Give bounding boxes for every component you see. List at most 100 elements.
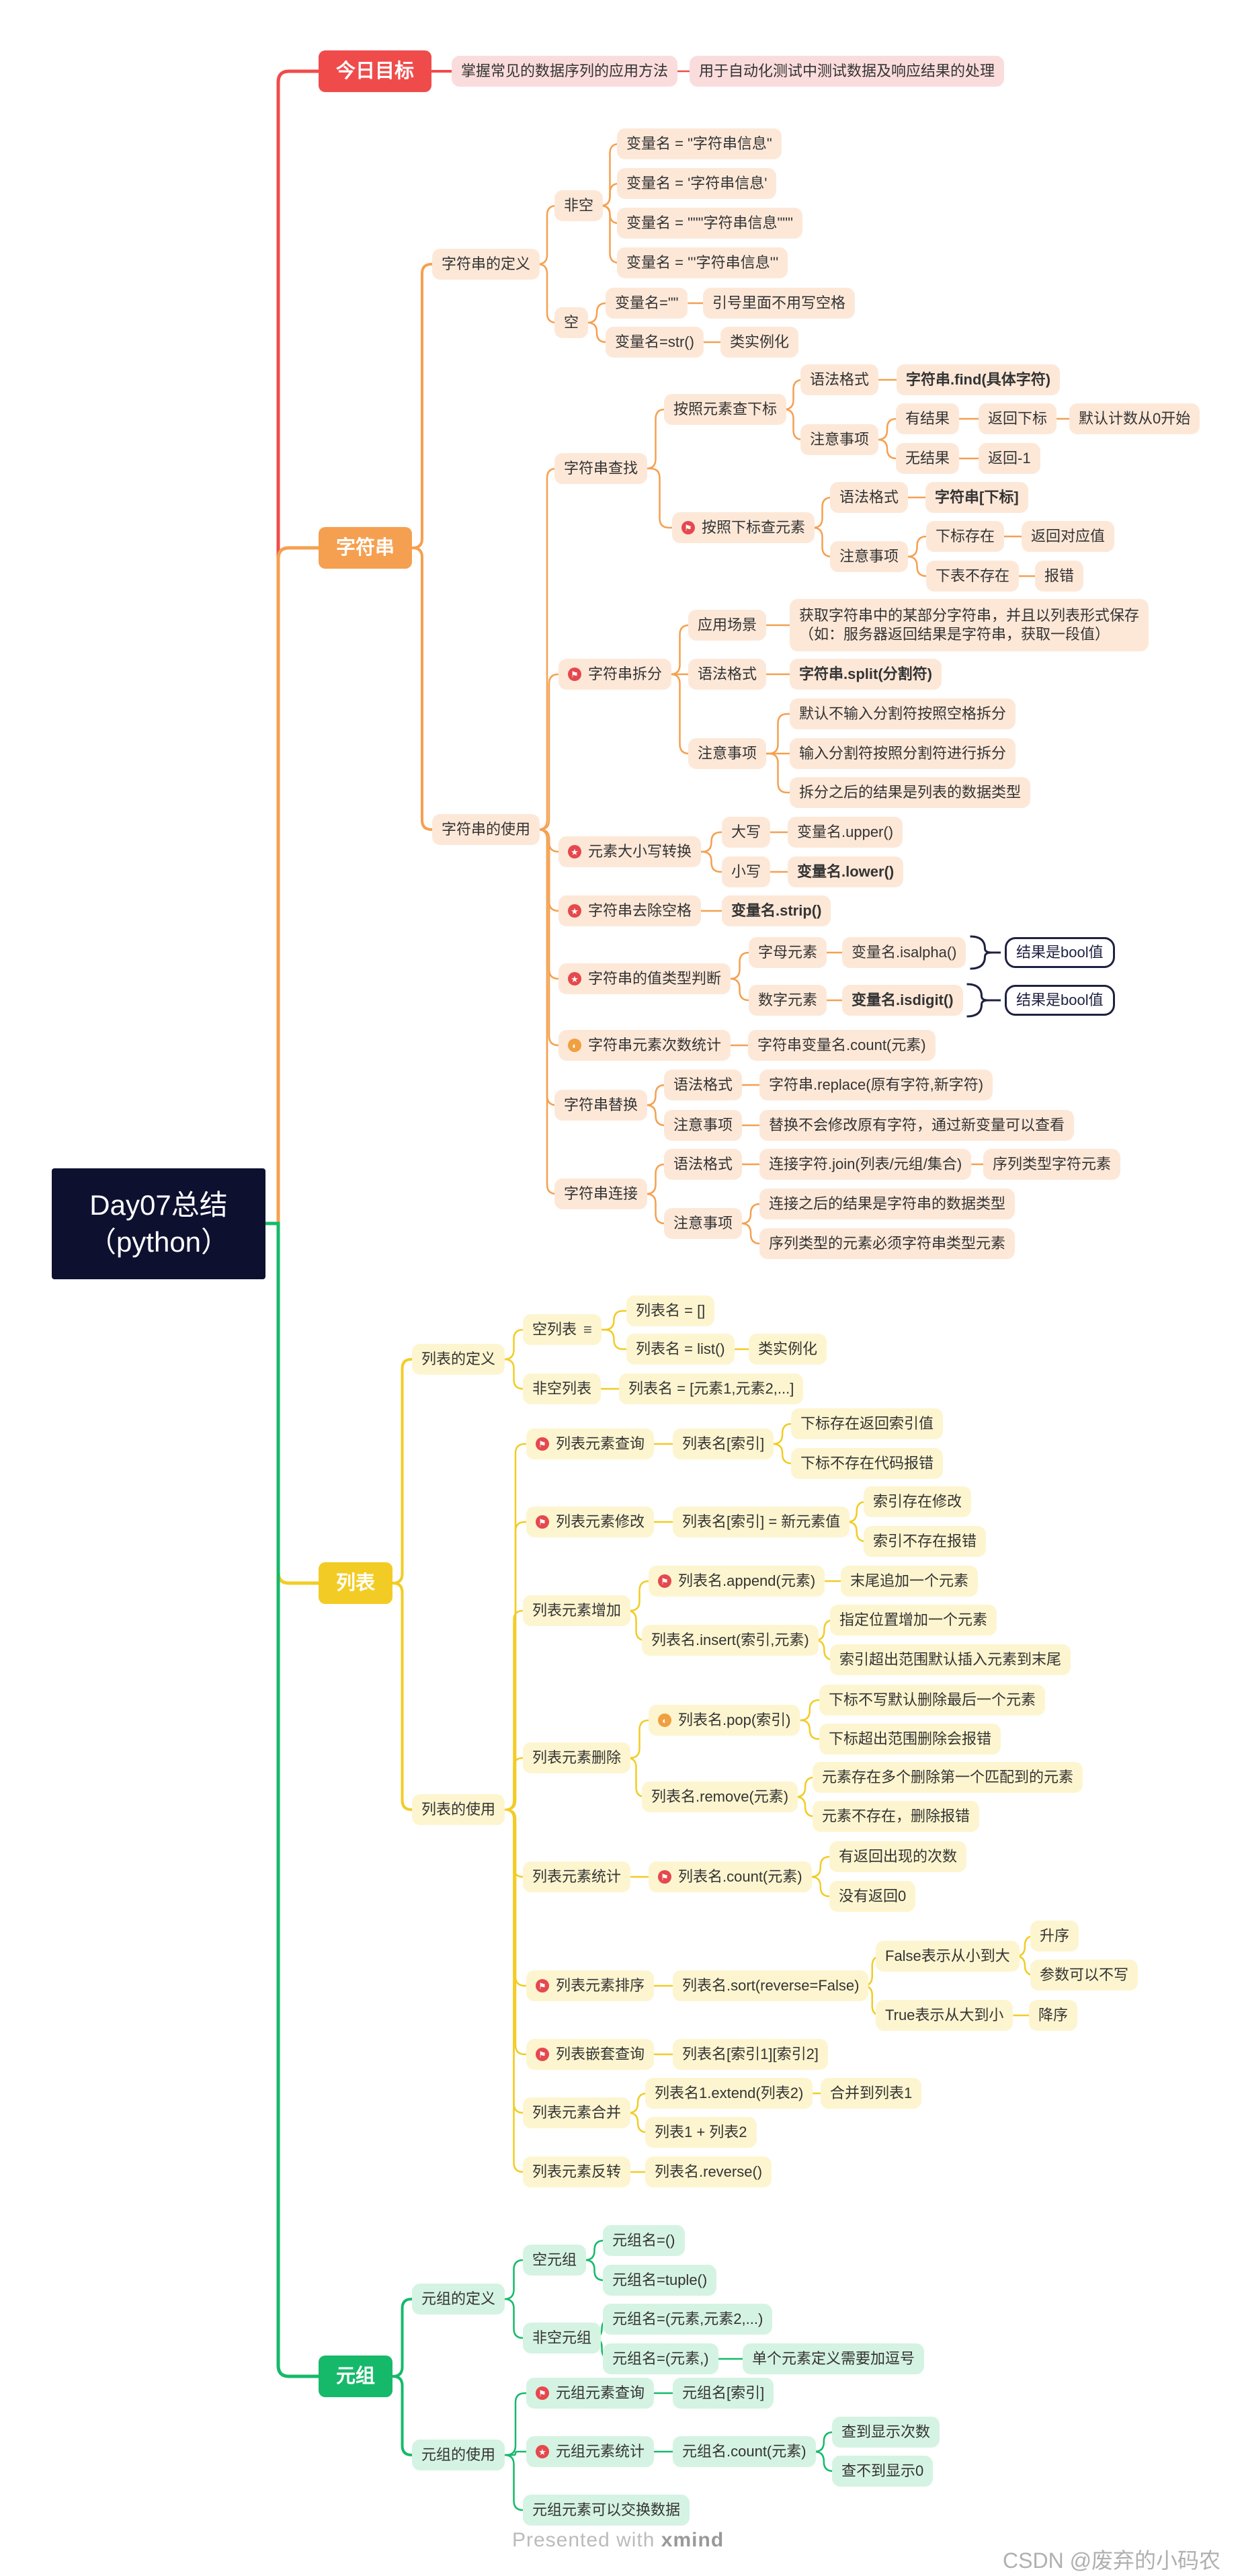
node-b2-use-split-scene[interactable]: 应用场景: [688, 610, 767, 641]
node-b2-def-ne-i-0[interactable]: 变量名 = "字符串信息": [617, 128, 782, 159]
node-b2-use-join-n1[interactable]: 连接之后的结果是字符串的数据类型: [759, 1189, 1016, 1219]
node-b3-def-ne-v[interactable]: 列表名 = [元素1,元素2,...]: [619, 1373, 804, 1404]
node-b3-use-q-a[interactable]: 下标存在返回索引值: [791, 1408, 944, 1439]
node-b2-def-label[interactable]: 字符串的定义: [432, 249, 540, 280]
node-b2-use-find-byel-ret[interactable]: 返回下标: [979, 403, 1057, 434]
node-b3-use-add-apv[interactable]: 末尾追加一个元素: [841, 1566, 979, 1597]
node-b2-use-case-lov[interactable]: 变量名.lower(): [788, 856, 904, 887]
node-b2-use-count-v[interactable]: 字符串变量名.count(元素): [748, 1030, 936, 1061]
node-b2-use-find-byel-no[interactable]: 无结果: [896, 443, 960, 474]
node-b2-use-split-label[interactable]: ⚑字符串拆分: [558, 659, 672, 690]
node-b4-def-ne-b[interactable]: 元组名=(元素,): [603, 2343, 718, 2374]
node-b1-c1[interactable]: 掌握常见的数据序列的应用方法: [452, 56, 678, 87]
node-b1-c2[interactable]: 用于自动化测试中测试数据及响应结果的处理: [690, 56, 1005, 87]
node-b3-use-merge-b[interactable]: 列表1 + 列表2: [645, 2117, 757, 2148]
node-b3-use-sort-fb[interactable]: 参数可以不写: [1030, 1960, 1138, 1990]
node-b2-use-type-bool2[interactable]: 结果是bool值: [1005, 985, 1115, 1016]
node-b3-use-cnt-a[interactable]: 有返回出现的次数: [829, 1841, 967, 1872]
node-b2-def-em-b1[interactable]: 类实例化: [720, 327, 799, 358]
node-b2-use-find-byidx-ex[interactable]: 下标存在: [926, 521, 1005, 552]
node-b2-use-split-n3[interactable]: 拆分之后的结果是列表的数据类型: [790, 777, 1031, 808]
node-b3-use-del-ra[interactable]: 元素存在多个删除第一个匹配到的元素: [813, 1762, 1083, 1793]
node-b2-def-ne-i-2[interactable]: 变量名 = """字符串信息""": [617, 208, 802, 239]
node-b3-use-sort-fa[interactable]: 升序: [1030, 1921, 1079, 1951]
node-b3-def-label[interactable]: 列表的定义: [412, 1344, 505, 1375]
node-b3-use-cnt-v[interactable]: ⚑列表名.count(元素): [649, 1861, 812, 1892]
node-b2-use-label[interactable]: 字符串的使用: [432, 814, 540, 845]
node-b4-label[interactable]: 元组: [319, 2356, 393, 2397]
node-b2-use-find-byidx-synv[interactable]: 字符串[下标]: [925, 482, 1028, 513]
node-b3-use-add-a[interactable]: 指定位置增加一个元素: [830, 1605, 997, 1636]
node-b2-use-type-al[interactable]: 字母元素: [749, 937, 827, 968]
node-b3-use-add-b[interactable]: 索引超出范围默认插入元素到末尾: [830, 1644, 1071, 1675]
node-b4-use-sw[interactable]: 元组元素可以交换数据: [523, 2495, 690, 2526]
node-b2-use-find-byidx-note[interactable]: 注意事项: [830, 541, 909, 572]
node-b2-def-em-a1[interactable]: 引号里面不用写空格: [703, 288, 856, 319]
node-b2-use-rep-label[interactable]: 字符串替换: [554, 1090, 648, 1121]
node-b2-use-split-note[interactable]: 注意事项: [688, 738, 767, 769]
node-b3-use-rev-v[interactable]: 列表名.reverse(): [645, 2157, 772, 2187]
node-b2-use-find-byel-neg[interactable]: 返回-1: [979, 443, 1040, 474]
node-b2-def-ne-i-3[interactable]: 变量名 = '''字符串信息''': [617, 247, 788, 278]
node-b3-use-sort-t[interactable]: True表示从大到小: [876, 2000, 1013, 2031]
node-b2-use-find-byidx-exv[interactable]: 返回对应值: [1022, 521, 1115, 552]
node-b2-use-join-syn[interactable]: 语法格式: [664, 1149, 743, 1180]
node-b4-use-c-b[interactable]: 查不到显示0: [832, 2456, 934, 2487]
node-b3-use-q-label[interactable]: ⚑列表元素查询: [526, 1428, 655, 1459]
node-b3-use-q-v[interactable]: 列表名[索引]: [673, 1428, 774, 1459]
node-b4-def-ne-label[interactable]: 非空元组: [523, 2323, 602, 2353]
node-b3-use-m-b[interactable]: 索引不存在报错: [864, 1526, 987, 1557]
node-b4-def-label[interactable]: 元组的定义: [412, 2284, 505, 2315]
node-b2-def-ne-i-1[interactable]: 变量名 = '字符串信息': [617, 168, 777, 199]
node-b3-use-sort-label[interactable]: ⚑列表元素排序: [526, 1970, 655, 2001]
node-b2-use-split-n1[interactable]: 默认不输入分割符按照空格拆分: [790, 698, 1016, 729]
node-b2-use-strip-v[interactable]: 变量名.strip(): [722, 895, 831, 926]
node-b1-label[interactable]: 今日目标: [319, 50, 432, 92]
node-b2-def-ne-label[interactable]: 非空: [554, 190, 604, 221]
node-b3-use-sort-v[interactable]: 列表名.sort(reverse=False): [673, 1970, 869, 2001]
node-b3-use-rev-label[interactable]: 列表元素反转: [523, 2157, 631, 2187]
node-b2-use-rep-notev[interactable]: 替换不会修改原有字符，通过新变量可以查看: [759, 1110, 1075, 1141]
node-b2-use-find-byel-synv[interactable]: 字符串.find(具体字符): [897, 364, 1061, 395]
node-b3-use-del-pop[interactable]: ◐列表名.pop(索引): [649, 1705, 800, 1736]
node-b2-use-count-label[interactable]: ◐字符串元素次数统计: [558, 1030, 731, 1061]
node-b3-use-label[interactable]: 列表的使用: [412, 1794, 505, 1825]
node-b2-def-em-b[interactable]: 变量名=str(): [606, 327, 704, 358]
node-b3-def-em-label[interactable]: ≡空列表: [523, 1314, 602, 1345]
node-b3-use-del-pb[interactable]: 下标超出范围删除会报错: [819, 1724, 1001, 1755]
node-b3-use-merge-label[interactable]: 列表元素合并: [523, 2097, 631, 2128]
node-b3-use-cnt-label[interactable]: 列表元素统计: [523, 1861, 631, 1892]
node-b2-use-split-synv[interactable]: 字符串.split(分割符): [790, 659, 942, 690]
node-b2-use-find-byel-note[interactable]: 注意事项: [800, 424, 879, 455]
node-b2-use-find-byel-syn[interactable]: 语法格式: [800, 364, 879, 395]
node-b3-use-cnt-b[interactable]: 没有返回0: [829, 1881, 916, 1912]
node-b2-use-join-label[interactable]: 字符串连接: [554, 1178, 648, 1209]
node-b2-use-find-byidx-syn[interactable]: 语法格式: [830, 482, 909, 513]
node-b2-def-em-label[interactable]: 空: [554, 307, 589, 338]
node-b2-use-join-note[interactable]: 注意事项: [664, 1208, 743, 1239]
node-b3-def-ne-label[interactable]: 非空列表: [523, 1373, 602, 1404]
node-b2-use-case-up[interactable]: 大写: [722, 817, 771, 848]
node-b2-use-case-lo[interactable]: 小写: [722, 856, 771, 887]
node-b3-use-nest-v[interactable]: 列表名[索引1][索引2]: [673, 2039, 828, 2070]
node-b2-use-find-byel-label[interactable]: 按照元素查下标: [664, 394, 787, 425]
node-b2-use-split-n2[interactable]: 输入分割符按照分割符进行拆分: [790, 738, 1016, 769]
node-b4-def-em-a[interactable]: 元组名=(): [603, 2225, 685, 2256]
node-b4-def-em-b[interactable]: 元组名=tuple(): [603, 2265, 717, 2296]
node-b3-use-add-ap[interactable]: ⚑列表名.append(元素): [649, 1566, 825, 1597]
node-b2-use-find-byel-has[interactable]: 有结果: [896, 403, 960, 434]
node-b3-use-add-label[interactable]: 列表元素增加: [523, 1595, 631, 1626]
node-b2-use-type-label[interactable]: ★字符串的值类型判断: [558, 963, 731, 994]
node-b2-use-type-alv[interactable]: 变量名.isalpha(): [842, 937, 966, 968]
node-b2-use-strip-label[interactable]: ★字符串去除空格: [558, 895, 702, 926]
node-b3-use-del-label[interactable]: 列表元素删除: [523, 1742, 631, 1773]
node-b2-use-find-label[interactable]: 字符串查找: [554, 453, 648, 484]
node-b4-use-q-v[interactable]: 元组名[索引]: [673, 2378, 774, 2409]
node-b2-use-case-upv[interactable]: 变量名.upper(): [788, 817, 903, 848]
root-topic[interactable]: Day07总结 （python）: [52, 1168, 265, 1279]
node-b2-use-type-dgv[interactable]: 变量名.isdigit(): [842, 985, 963, 1016]
node-b3-def-em-b[interactable]: 列表名 = list(): [626, 1334, 735, 1365]
node-b2-use-rep-syn[interactable]: 语法格式: [664, 1070, 743, 1100]
node-b3-use-sort-ta[interactable]: 降序: [1029, 2000, 1078, 2031]
node-b4-use-c-label[interactable]: ★元组元素统计: [526, 2436, 655, 2467]
